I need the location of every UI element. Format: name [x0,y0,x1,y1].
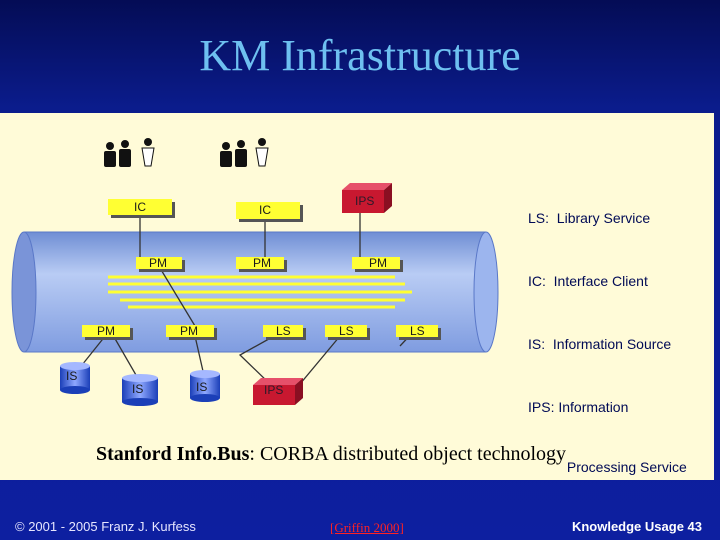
interface-client-box [236,202,300,219]
ls-label: LS [276,324,291,338]
pm-label: PM [180,324,198,338]
protocol-module-box [166,325,214,337]
interface-client-box [108,199,172,215]
pm-label: PM [253,256,271,270]
reference-link[interactable]: [Griffin 2000] [330,520,404,535]
bus-rails [108,275,412,309]
ic-label: IC [134,200,146,214]
caption-emphasis: Stanford Info.Bus [96,443,250,465]
users-icon [104,138,155,167]
copyright-notice: © 2001 - 2005 Franz J. Kurfess [15,519,196,534]
connector-lines [77,212,416,385]
legend-entry-ips: IPS: Information [528,399,629,415]
legend-entry-ls: LS: Library Service [528,210,651,226]
information-source-cylinder [190,370,220,402]
protocol-module-box [136,257,182,269]
ips-label: IPS [355,194,375,208]
ic-label: IC [259,203,271,217]
information-source-cylinder [122,374,158,406]
legend-entry-ic: IC: Interface Client [528,273,648,289]
library-service-box [325,325,367,337]
slide-page-label: Knowledge Usage 43 [571,519,702,534]
processing-service-cube [342,183,392,213]
is-label: IS [132,382,144,396]
is-label: IS [196,380,208,394]
library-service-box [396,325,438,337]
processing-service-cube [253,378,303,405]
information-source-cylinder [60,362,90,394]
pm-label: PM [149,256,167,270]
ls-label: LS [410,324,425,338]
slide-title: KM Infrastructure [199,31,521,80]
ls-label: LS [339,324,354,338]
caption-text: : CORBA distributed object technology [249,443,567,465]
legend-entry-is: IS: Information Source [528,336,672,352]
library-service-box [263,325,303,337]
legend: LS: Library Service IC: Interface Client… [528,166,687,499]
legend-entry-ips-continued: Processing Service [528,459,687,475]
protocol-module-box [352,257,400,269]
ips-label: IPS [264,383,284,397]
pm-label: PM [369,256,387,270]
users-icon [220,138,269,167]
protocol-module-box [236,257,284,269]
slide-caption: Stanford Info.Bus: CORBA distributed obj… [96,443,566,466]
is-label: IS [66,369,78,383]
protocol-module-box [82,325,130,337]
pm-label: PM [97,324,115,338]
